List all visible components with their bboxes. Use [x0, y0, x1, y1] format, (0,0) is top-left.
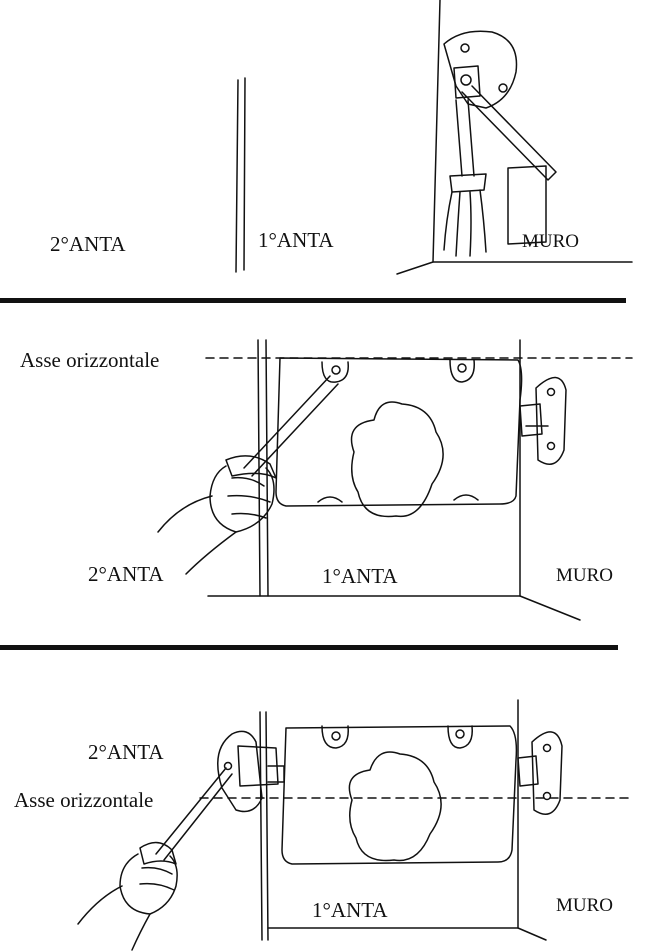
screwdriver-collar — [139, 841, 177, 865]
hinge-screw-top — [542, 743, 552, 753]
bracket-block — [453, 65, 481, 99]
leaf-hinge-screw — [223, 761, 233, 771]
section-divider-2 — [0, 645, 618, 650]
lock-box-plate — [275, 357, 523, 507]
screwdriver-shaft — [243, 375, 339, 477]
lock-box-plate — [281, 725, 518, 865]
label-second-leaf: 2°ANTA — [88, 562, 164, 586]
lock-knob — [350, 401, 444, 518]
screwdriver-handle — [443, 189, 487, 257]
screwdriver-shaft — [455, 99, 475, 177]
lock-knob — [348, 751, 442, 862]
leaf-hinge-block — [237, 745, 285, 787]
label-second-leaf: 2°ANTA — [50, 232, 126, 256]
wall-hinge-plate — [531, 731, 563, 815]
panel-1-drawing — [235, 0, 633, 275]
wall-block — [507, 165, 547, 245]
screw-right — [457, 363, 467, 373]
arm-outline — [77, 885, 151, 951]
hinge-pin — [517, 755, 539, 787]
screw-boss-right — [449, 359, 475, 383]
leaf-edge-line — [259, 711, 269, 941]
hand-fingers — [227, 476, 271, 519]
label-wall: MURO — [556, 565, 614, 586]
screw-boss-left — [321, 361, 349, 383]
bracket-screw-right — [498, 83, 508, 93]
wall-hinge-plate — [535, 376, 567, 465]
hand-fist — [209, 465, 275, 533]
wall-bracket-plate — [443, 30, 518, 109]
wall-edge-line — [396, 0, 441, 275]
floor-line — [267, 927, 547, 941]
knob-bottom-notch — [317, 494, 479, 503]
hand-fingers — [139, 866, 175, 891]
panel-3-drawing — [77, 699, 633, 951]
screw-boss-left — [321, 725, 349, 749]
leaf-edge-line — [235, 77, 246, 273]
bracket-hole — [460, 74, 472, 86]
screw-left — [331, 731, 341, 741]
hinge-screw-bottom — [546, 441, 556, 451]
hinge-screw-bottom — [542, 791, 552, 801]
label-wall: MURO — [556, 895, 614, 916]
leaf-hinge-plate — [217, 730, 263, 813]
floor-line — [207, 595, 581, 621]
panel-step-1: 2°ANTA 1°ANTA MURO — [0, 0, 657, 300]
label-wall: MURO — [522, 231, 580, 252]
label-first-leaf: 1°ANTA — [312, 898, 388, 922]
screwdriver-collar — [449, 173, 487, 193]
screwdriver-shaft — [155, 767, 233, 861]
label-horizontal-axis: Asse orizzontale — [14, 788, 154, 812]
screw-boss-right — [447, 725, 473, 749]
hex-key — [461, 85, 557, 181]
panel-2-drawing — [157, 339, 633, 621]
arm-outline — [157, 495, 237, 575]
screw-right — [455, 729, 465, 739]
panel-step-2: Asse orizzontale 2°ANTA 1°ANTA MURO — [0, 300, 657, 645]
label-horizontal-axis: Asse orizzontale — [20, 348, 160, 372]
label-first-leaf: 1°ANTA — [258, 228, 334, 252]
label-second-leaf: 2°ANTA — [88, 740, 164, 764]
hinge-screw-top — [546, 387, 556, 397]
label-first-leaf: 1°ANTA — [322, 564, 398, 588]
section-divider-1 — [0, 298, 626, 303]
panel-step-3: 2°ANTA Asse orizzontale 1°ANTA MURO — [0, 650, 657, 952]
hinge-pin — [519, 403, 549, 437]
bracket-screw-top — [460, 43, 470, 53]
screwdriver-collar — [225, 455, 277, 479]
screw-left — [331, 365, 341, 375]
